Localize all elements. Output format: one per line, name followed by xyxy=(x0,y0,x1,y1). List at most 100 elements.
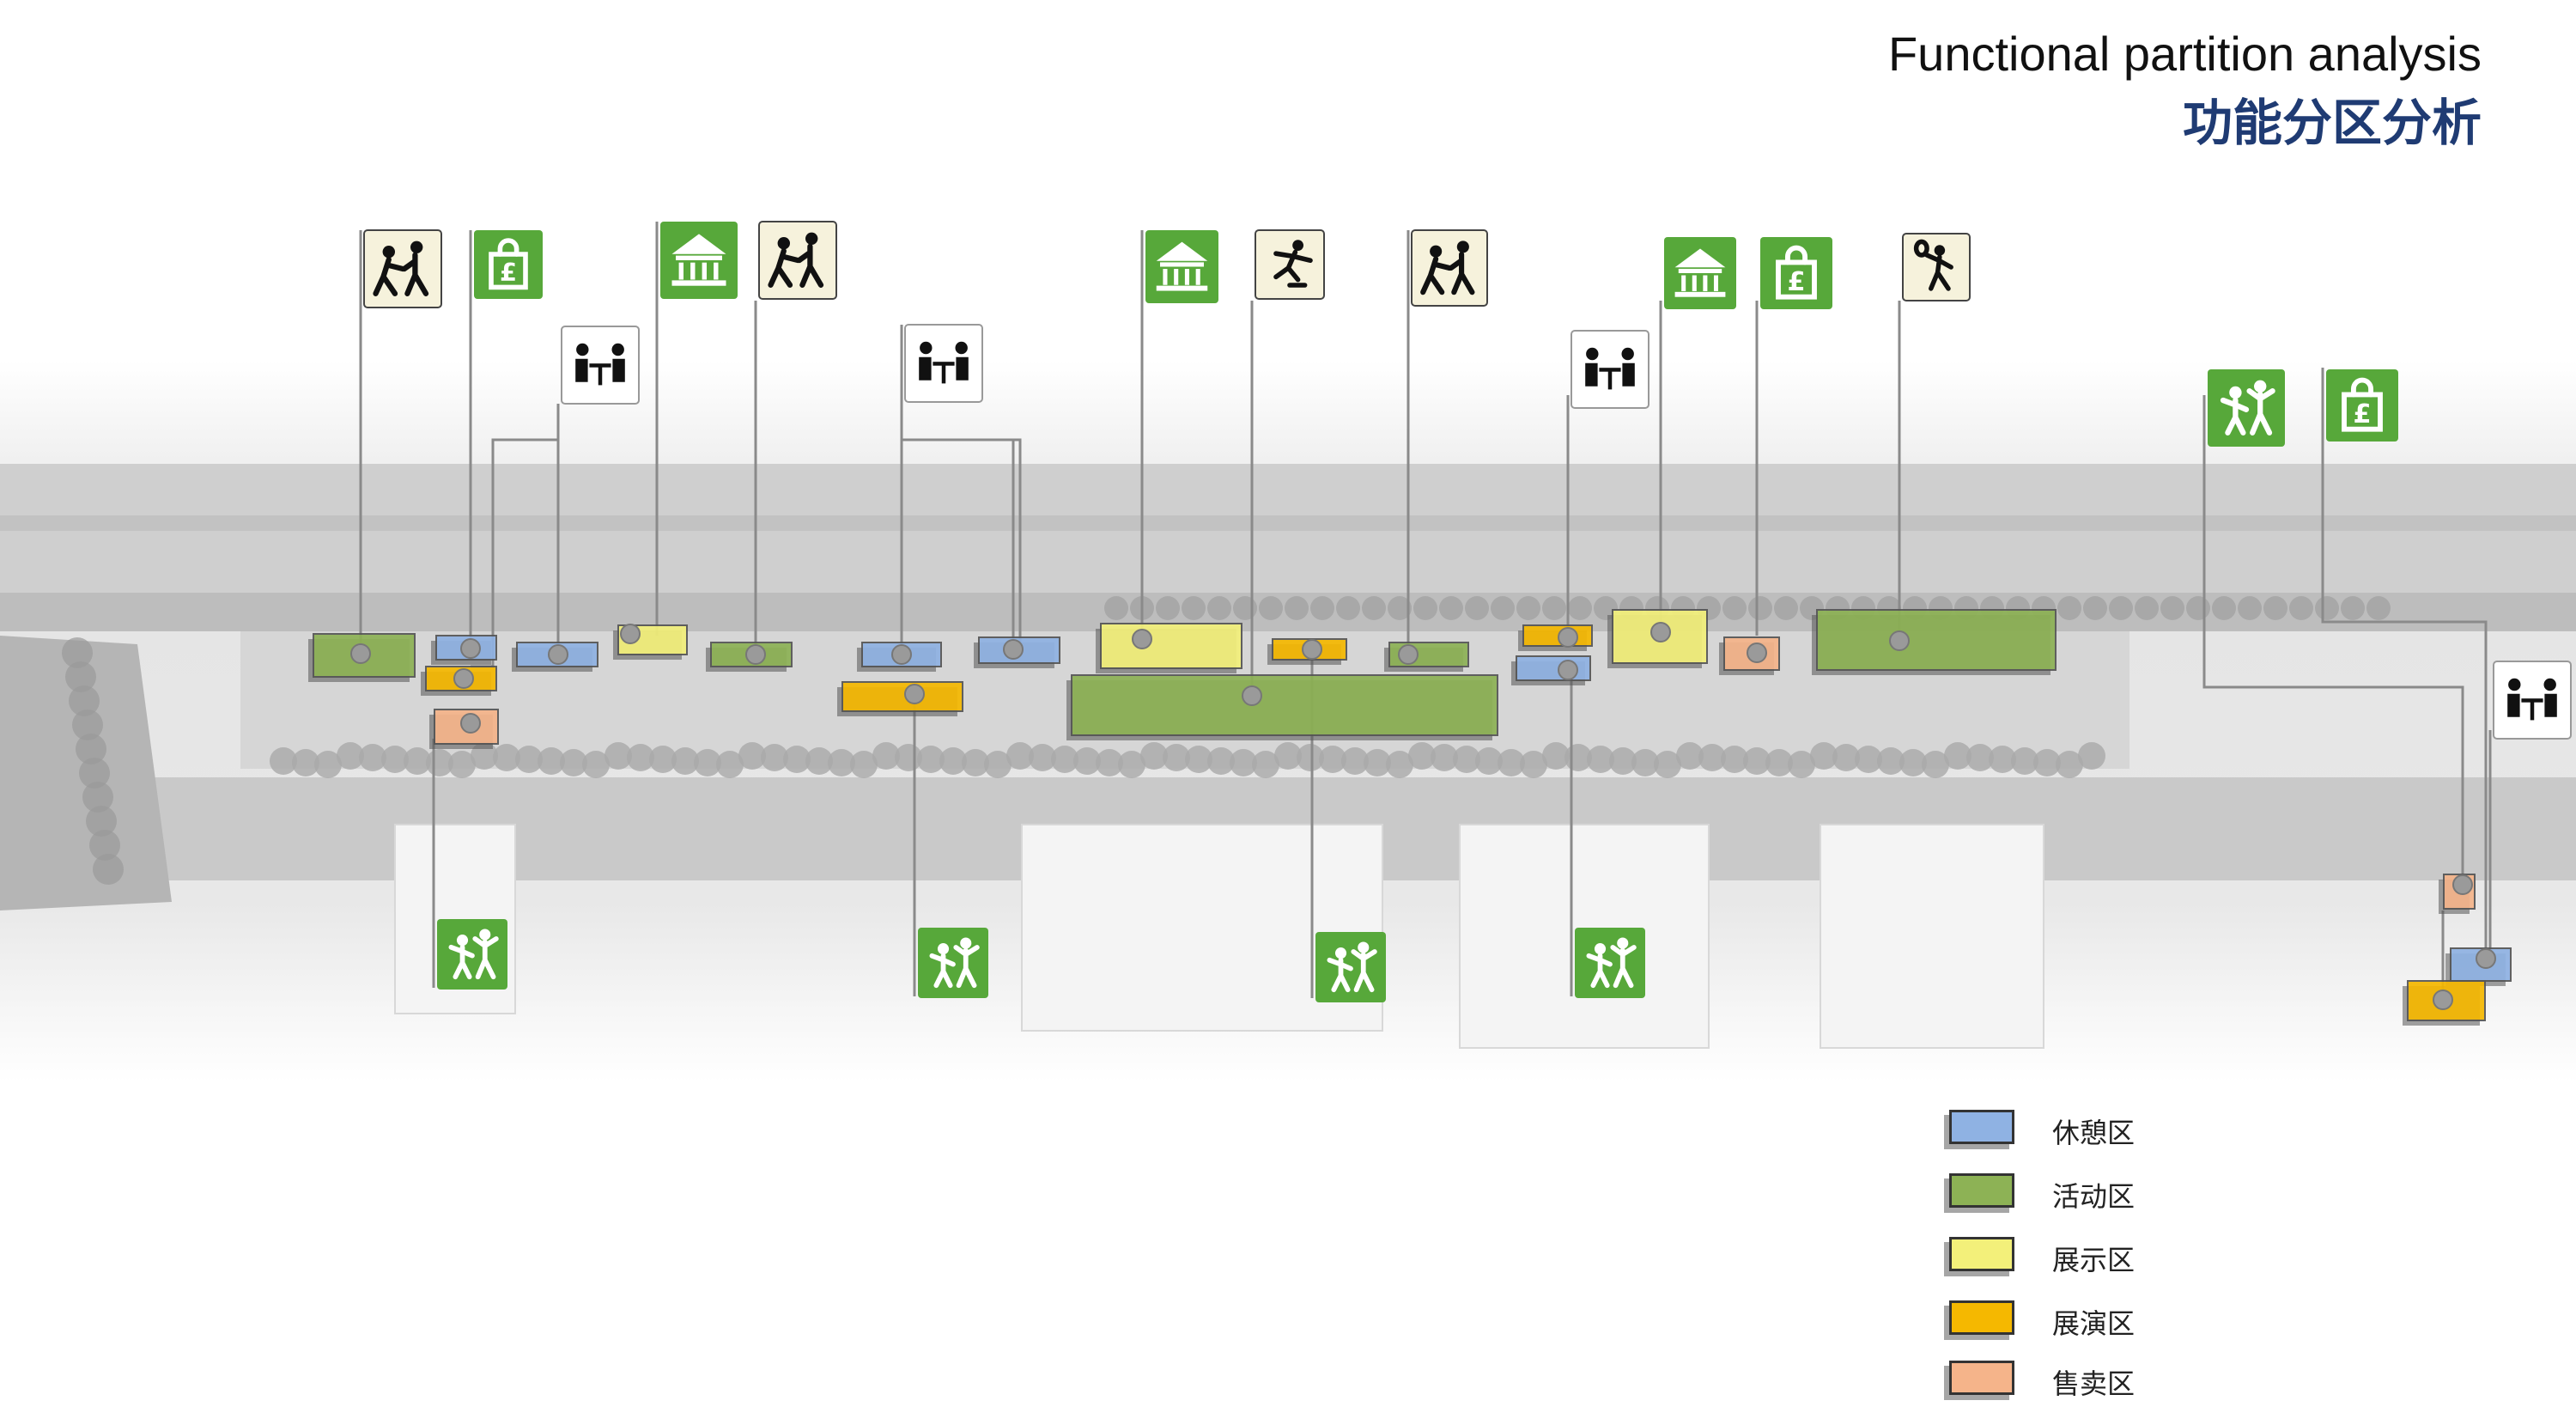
tree xyxy=(783,746,811,773)
pound-shopping-bag-icon: £ xyxy=(474,230,543,299)
tree xyxy=(2263,596,2287,620)
marker-dot xyxy=(2433,990,2453,1010)
zones xyxy=(308,609,2512,1026)
leader-lines xyxy=(359,222,2492,1003)
tree xyxy=(962,749,989,776)
marker-dot xyxy=(1132,629,1152,649)
people-at-table-icon xyxy=(1571,330,1649,409)
children-playing-icon xyxy=(918,928,988,998)
tree xyxy=(1944,742,1971,770)
tree xyxy=(1163,744,1190,771)
legend-swatch-rest xyxy=(1949,1110,2014,1144)
tree xyxy=(1319,746,1346,773)
tree xyxy=(828,749,855,776)
tree xyxy=(1765,749,1793,776)
legend-swatch-exhibition xyxy=(1949,1237,2014,1271)
tree xyxy=(2011,747,2038,775)
marker-dot xyxy=(891,644,912,665)
tree xyxy=(1341,747,1369,775)
marker-dot xyxy=(1558,627,1578,648)
marker-dot xyxy=(350,643,371,664)
tree xyxy=(65,661,96,692)
tree xyxy=(2238,596,2262,620)
tree xyxy=(79,758,110,789)
tree xyxy=(917,746,945,773)
pavilion-building-icon xyxy=(660,222,738,299)
tree xyxy=(582,751,610,778)
tree xyxy=(1899,749,1927,776)
tree xyxy=(1182,596,1206,620)
tree xyxy=(2057,596,2081,620)
tree xyxy=(1431,744,1458,771)
leader-line xyxy=(2202,395,2464,885)
tree xyxy=(82,782,113,813)
tree xyxy=(1285,596,1309,620)
tree xyxy=(1498,749,1525,776)
legend-label-exhibition: 展示区 xyxy=(2052,1244,2136,1276)
building-block xyxy=(1820,824,2044,1049)
tree xyxy=(448,751,476,778)
tree xyxy=(1207,596,1231,620)
tree xyxy=(1568,596,1592,620)
tree xyxy=(1516,596,1540,620)
tree xyxy=(1252,751,1279,778)
tree xyxy=(1654,751,1681,778)
tree xyxy=(2289,596,2313,620)
tree xyxy=(1788,751,1815,778)
marker-dot xyxy=(1558,660,1578,680)
tree xyxy=(1676,742,1704,770)
tree xyxy=(1274,742,1302,770)
people-at-table-icon xyxy=(904,324,983,403)
tree xyxy=(270,747,297,775)
marker-dot xyxy=(1398,644,1419,665)
legend-swatch-performance xyxy=(1949,1300,2014,1335)
tree xyxy=(493,744,520,771)
zone-rest xyxy=(1516,655,1591,681)
legend-label-sales: 售卖区 xyxy=(2052,1367,2136,1400)
marker-dot xyxy=(745,644,766,665)
tree xyxy=(69,685,100,716)
tree xyxy=(761,744,788,771)
tree xyxy=(1413,596,1437,620)
pound-shopping-bag-icon: £ xyxy=(2326,369,2398,442)
tree xyxy=(694,749,721,776)
tree xyxy=(1475,747,1503,775)
site-context xyxy=(0,361,2576,1082)
marker-dot xyxy=(1889,630,1910,651)
svg-text:£: £ xyxy=(2353,399,2371,429)
children-playing-icon xyxy=(1575,928,1645,998)
tree xyxy=(1989,746,2016,773)
tree xyxy=(2160,596,2184,620)
tree xyxy=(984,751,1012,778)
tree xyxy=(1259,596,1283,620)
tree xyxy=(1388,596,1412,620)
tree xyxy=(1336,596,1360,620)
tree xyxy=(627,744,654,771)
tree xyxy=(1743,747,1771,775)
marker-dot xyxy=(460,713,481,734)
marker-dots xyxy=(350,622,2496,1010)
tree xyxy=(1156,596,1180,620)
roller-skater-icon xyxy=(1255,229,1325,300)
tennis-player-icon xyxy=(1902,233,1971,301)
marker-dot xyxy=(904,684,925,704)
people-at-table-icon xyxy=(561,326,640,405)
title-english: Functional partition analysis xyxy=(1887,27,2482,81)
tree xyxy=(1230,749,1257,776)
children-playing-icon xyxy=(437,919,507,990)
activity-icons: £££ xyxy=(363,221,2572,1002)
tree xyxy=(2078,742,2105,770)
tree xyxy=(1810,742,1838,770)
legend-swatch-sales xyxy=(1949,1361,2014,1395)
tree xyxy=(716,751,744,778)
tree xyxy=(1386,751,1413,778)
zone-exhibition xyxy=(1100,623,1242,669)
tree xyxy=(538,747,565,775)
tree xyxy=(1631,749,1659,776)
leader-line xyxy=(902,438,1015,649)
marker-dot xyxy=(1242,685,1262,706)
leader-line xyxy=(1013,438,1022,649)
marker-dot xyxy=(1747,642,1767,663)
tree xyxy=(1721,746,1748,773)
